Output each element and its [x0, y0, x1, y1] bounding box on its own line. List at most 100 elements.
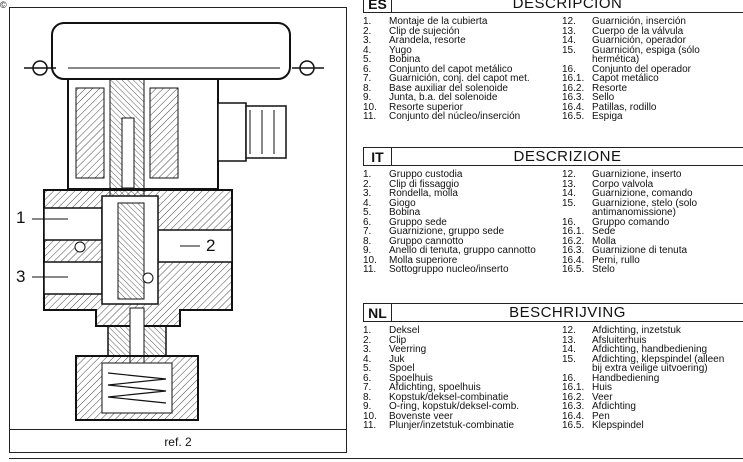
part-description: Gruppo comando	[592, 216, 670, 228]
parts-list-item: 6.Spoelhuis	[363, 372, 433, 384]
bottom-rule	[9, 458, 743, 459]
parts-list-item: 2.Clip	[363, 334, 407, 346]
part-number: 9.	[363, 245, 372, 256]
parts-list-item: 14.Guarnizione, comando	[562, 189, 693, 199]
part-description: Perni, rullo	[592, 254, 640, 266]
callout-port-3: 3	[16, 267, 26, 286]
part-number: 16.2.	[562, 391, 585, 403]
copyright-mark: ©	[0, 0, 7, 10]
part-number: 4.	[363, 44, 372, 56]
part-number: 10.	[363, 101, 377, 113]
part-number: 16.	[562, 216, 576, 228]
part-description: Huis	[592, 382, 613, 393]
part-number: 14.	[562, 344, 576, 355]
parts-list-item: 11.Plunjer/inzetstuk-combinatie	[363, 421, 514, 431]
part-description: Juk	[389, 353, 405, 365]
part-number: 16.3.	[562, 92, 585, 103]
part-description: Espiga	[592, 111, 623, 122]
parts-list-item: 15. Guarnición, espiga (sólo	[562, 44, 700, 56]
callout-port-1: 1	[16, 208, 26, 227]
part-description: Guarnizione, inserto	[592, 169, 682, 180]
part-number: 13.	[562, 25, 576, 37]
part-number: 5.	[363, 54, 372, 65]
parts-list-item: 7.Guarnición, conj. del capot met.	[363, 74, 530, 84]
parts-list-item: 16.3.Sello	[562, 93, 614, 103]
part-number: 7.	[363, 382, 372, 393]
part-description: Guarnición, operador	[592, 35, 686, 46]
cover-screw-right	[292, 60, 324, 76]
parts-list-item: 5. Bobina	[363, 55, 420, 65]
cover-screw-left	[24, 60, 56, 76]
part-description: Stelo	[592, 264, 615, 275]
part-number: 16.5.	[562, 264, 585, 275]
parts-list-item: 16.1.Sede	[562, 227, 615, 237]
part-number: 14.	[562, 35, 576, 46]
part-number: 11.	[363, 264, 377, 275]
parts-list-item: 10.Resorte superior	[363, 101, 463, 113]
part-description: Clip	[389, 334, 407, 346]
part-number: 8.	[363, 391, 372, 403]
parts-list-item: 10.Bovenste veer	[363, 411, 453, 422]
part-number: 1.	[363, 169, 372, 180]
part-number: 6.	[363, 372, 372, 384]
part-number: 9.	[363, 92, 372, 103]
part-description: Afdichting, handbediening	[592, 344, 708, 355]
parts-list-item: 13.Cuerpo de la válvula	[562, 25, 683, 37]
parts-list-item: 16.4. Pen	[562, 410, 610, 422]
part-number: 1.	[363, 16, 372, 27]
part-number: 12.	[562, 169, 576, 180]
part-description: Molla superiore	[389, 254, 458, 266]
part-description: Klepspindel	[592, 420, 644, 431]
part-description: Handbediening	[592, 372, 660, 384]
parts-list-item: 11. Conjunto del núcleo/inserción	[363, 112, 520, 122]
part-description: Sede	[592, 226, 616, 237]
part-description: Capot metálico	[592, 73, 659, 84]
part-number: 11.	[363, 111, 377, 122]
parts-list-item: 16.Handbediening	[562, 372, 660, 384]
parts-list-item: 16.5.Espiga	[562, 112, 623, 122]
parts-list-item: 16.4. Perni, rullo	[562, 254, 640, 266]
parts-list-item: 16.5.Klepspindel	[562, 421, 644, 431]
part-number: 10.	[363, 254, 377, 266]
part-description: Yugo	[389, 44, 412, 56]
part-number: 15.	[562, 44, 576, 56]
part-description: Afsluiterhuis	[592, 334, 647, 346]
part-description: Gruppo custodia	[389, 169, 463, 180]
parts-list-item: 8.Base auxiliar del solenoide	[363, 83, 508, 94]
parts-list-item: 9. Anello di tenuta, gruppo cannotto	[363, 246, 536, 256]
part-number: 12.	[562, 16, 576, 27]
part-number: 16.2.	[562, 235, 585, 247]
part-description: Anello di tenuta, gruppo cannotto	[389, 245, 536, 256]
parts-list-item: 8.Kopstuk/deksel-combinatie	[363, 391, 509, 403]
parts-list-item: 2.Clip di fissaggio	[363, 178, 459, 190]
part-number: 16.4.	[562, 254, 585, 266]
part-number: 16.3.	[562, 245, 585, 256]
part-description: O-ring, kopstuk/deksel-comb.	[389, 401, 520, 412]
part-description: Bobina	[389, 54, 421, 65]
part-description: Bobina	[389, 207, 421, 218]
callout-port-2: 2	[206, 236, 216, 255]
part-description: Conjunto del núcleo/inserción	[389, 111, 521, 122]
part-description: Guarnición, espiga (sólo	[592, 44, 700, 56]
parts-list-item: 8.Gruppo cannotto	[363, 235, 464, 247]
part-number: 16.4.	[562, 410, 585, 422]
part-number: 12.	[562, 325, 576, 336]
part-number: 8.	[363, 235, 372, 247]
part-number: 11.	[363, 420, 377, 431]
parts-list-item: 13.Afsluiterhuis	[562, 334, 647, 346]
conduit-connector	[217, 102, 287, 162]
cover-housing	[51, 22, 291, 80]
part-description: Junta, b.a. del solenoide	[389, 92, 498, 103]
parts-list-item: 14. Guarnición, operador	[562, 36, 686, 46]
part-description: Pen	[592, 410, 610, 422]
figure-reference: ref. 2	[10, 429, 346, 454]
part-number: 9.	[363, 401, 372, 412]
part-description: Guarnizione di tenuta	[592, 245, 688, 256]
parts-list-item: 6.Gruppo sede	[363, 217, 447, 228]
part-description: Conjunto del capot metálico	[389, 63, 513, 75]
part-description: Afdichting, inzetstuk	[592, 325, 681, 336]
part-description: Guarnizione, gruppo sede	[389, 226, 505, 237]
part-number: 2.	[363, 178, 372, 190]
parts-list-item: 16.3.Afdichting	[562, 402, 636, 412]
